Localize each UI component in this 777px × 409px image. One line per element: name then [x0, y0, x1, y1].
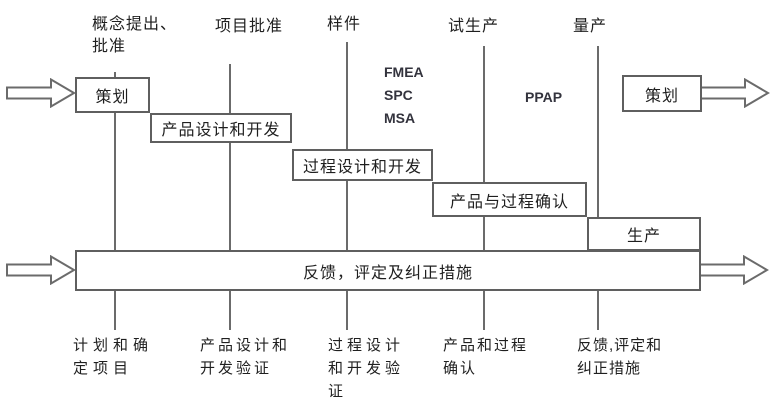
deliverable-label-product-verify: 产品设计和 开发验证 — [200, 337, 291, 377]
phase-label-launch: 量产 — [573, 18, 608, 35]
phase-label-pilot: 试生产 — [448, 18, 500, 35]
stage-box-planning: 策划 — [75, 77, 150, 113]
deliverable-label-product-process-confirm: 产品和过程 确认 — [443, 337, 529, 377]
output-arrow-bottom-icon — [699, 255, 769, 285]
stage-box-validation: 产品与过程确认 — [432, 182, 587, 217]
milestone-line-program-approval — [229, 64, 231, 330]
stage-box-production: 生产 — [587, 217, 701, 251]
milestone-line-concept — [114, 72, 116, 330]
phase-label-program-approval: 项目批准 — [215, 18, 284, 35]
phase-label-prototype: 样件 — [327, 16, 362, 33]
milestone-line-prototype — [346, 42, 348, 330]
ppap-label: PPAP — [525, 89, 563, 105]
fmea-label: FMEA — [384, 64, 424, 80]
spc-label: SPC — [384, 87, 413, 103]
input-arrow-top-icon — [6, 78, 76, 108]
deliverable-label-plan-define: 计划和确 定项目 — [73, 337, 154, 377]
milestone-line-launch — [597, 46, 599, 330]
deliverable-label-feedback-corrective: 反馈,评定和 纠正措施 — [577, 337, 663, 377]
input-arrow-bottom-icon — [6, 255, 76, 285]
next-cycle-planning-box: 策划 — [622, 75, 702, 112]
msa-label: MSA — [384, 110, 416, 126]
phase-label-concept: 概念提出、 批准 — [92, 16, 178, 55]
deliverable-label-process-verify: 过程设计 和开发验 证 — [328, 337, 405, 400]
stage-box-process-design: 过程设计和开发 — [292, 149, 433, 181]
output-arrow-top-icon — [700, 78, 770, 108]
stage-box-product-design: 产品设计和开发 — [150, 113, 292, 143]
feedback-assessment-bar: 反馈，评定及纠正措施 — [75, 250, 701, 291]
quality-tools-annotation: FMEA SPC MSA — [384, 61, 424, 130]
